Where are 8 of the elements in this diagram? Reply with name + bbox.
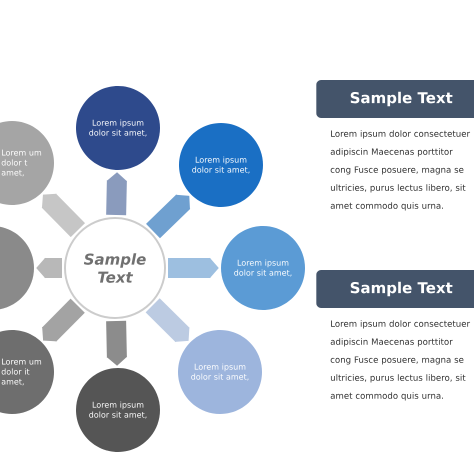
body-paragraph: Lorem ipsum dolor consectetuer adipiscin Maecenas porttitor cong Fusce posuere, magna se ultricies, purus lectus libero, sit amet commodo quis urna. xyxy=(330,130,470,211)
header-band: Sample Text xyxy=(316,270,474,308)
pentagon-arrow xyxy=(42,298,85,342)
header-band: Sample Text xyxy=(316,80,474,118)
pentagon-arrow xyxy=(146,194,190,238)
pentagon-arrow xyxy=(42,194,86,238)
body-paragraph: Lorem ipsum dolor consectetuer adipiscin Maecenas porttitor cong Fusce posuere, magna se ultricies, purus lectus libero, sit amet commodo quis urna. xyxy=(330,320,470,401)
pentagon-arrow xyxy=(146,298,190,342)
